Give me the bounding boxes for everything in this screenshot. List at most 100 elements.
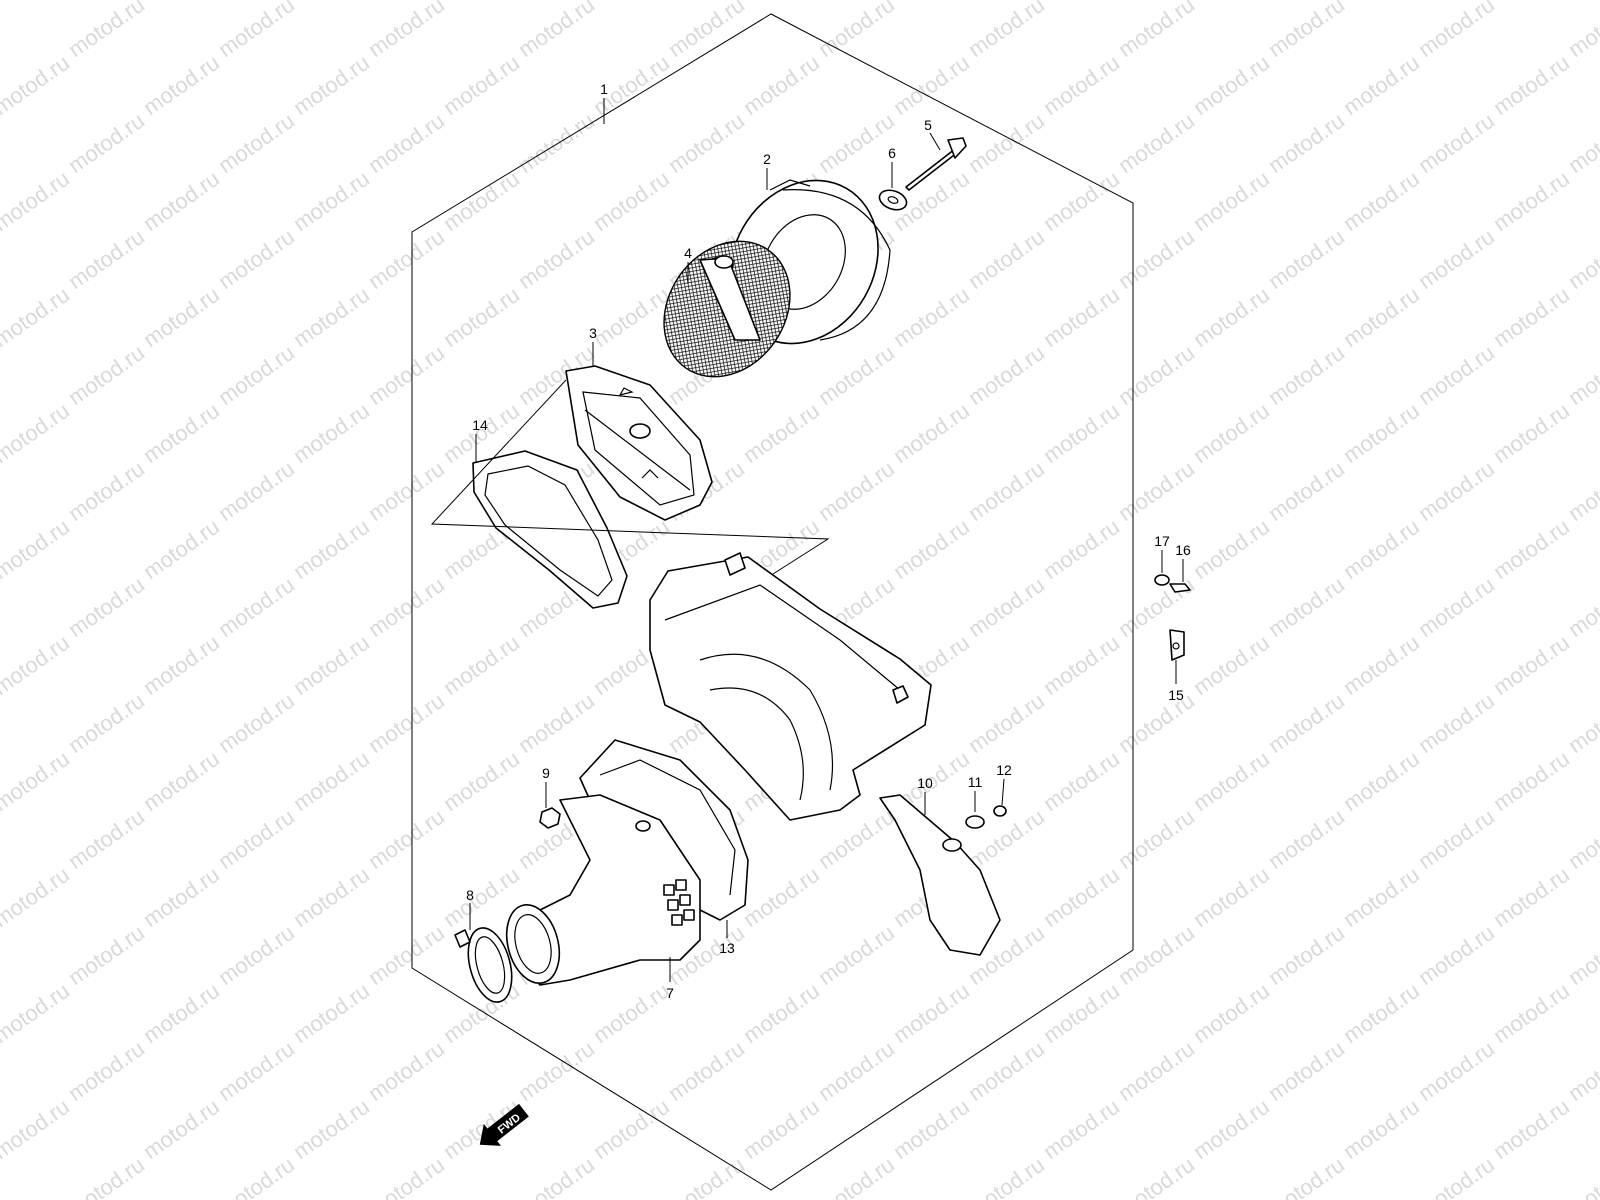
callout-labels: 1 2 3 4 5 6 7 8 9 10 11 12 13 14 15 16 1… [466,81,1191,1001]
part-nut [539,807,561,829]
watermark-text: motod.ru [0,398,74,468]
watermark-text: motod.ru [664,1036,749,1106]
watermark-text: motod.ru [0,978,74,1048]
callout-17: 17 [1154,533,1170,549]
watermark-text: motod.ru [1489,1094,1574,1164]
watermark-text: motod.ru [1564,456,1600,526]
watermark-text: motod.ru [1264,108,1349,178]
watermark-text: motod.ru [889,398,974,468]
watermark-text: motod.ru [1189,1094,1274,1164]
part-collar [1154,574,1170,586]
watermark-text: motod.ru [814,1036,899,1106]
watermark-text: motod.ru [64,340,149,410]
watermark-text: motod.ru [364,804,449,874]
watermark-text: motod.ru [364,688,449,758]
watermark-text: motod.ru [1264,804,1349,874]
watermark-text: motod.ru [1189,514,1274,584]
watermark-text: motod.ru [739,978,824,1048]
watermark-text: motod.ru [1114,108,1199,178]
watermark-text: motod.ru [289,0,374,4]
watermark-text: motod.ru [139,630,224,700]
watermark-text: motod.ru [289,862,374,932]
watermark-text: motod.ru [289,978,374,1048]
watermark-text: motod.ru [139,862,224,932]
watermark-text: motod.ru [214,1152,299,1200]
callout-16: 16 [1175,542,1191,558]
watermark-text: motod.ru [139,978,224,1048]
watermark-text: motod.ru [1264,920,1349,990]
watermark-text: motod.ru [214,456,299,526]
watermark-text: motod.ru [364,572,449,642]
watermark-text: motod.ru [64,688,149,758]
watermark-text: motod.ru [0,1094,74,1164]
watermark-text: motod.ru [1339,630,1424,700]
watermark-text: motod.ru [964,224,1049,294]
watermark-text: motod.ru [1264,224,1349,294]
watermark-text: motod.ru [64,108,149,178]
watermark-text: motod.ru [0,514,74,584]
watermark-text: motod.ru [1414,1036,1499,1106]
callout-10: 10 [917,775,933,791]
watermark-text: motod.ru [1039,862,1124,932]
watermark-text: motod.ru [964,1036,1049,1106]
watermark-text: motod.ru [1489,398,1574,468]
watermark-text: motod.ru [1339,50,1424,120]
watermark-text: motod.ru [1339,166,1424,236]
watermark-text: motod.ru [739,50,824,120]
part-screw [993,805,1007,817]
part-gasket [472,434,628,609]
watermark-text: motod.ru [1339,1094,1424,1164]
watermark-text: motod.ru [1114,0,1199,62]
watermark-text: motod.ru [289,746,374,816]
watermark-text: motod.ru [214,1036,299,1106]
watermark-text: motod.ru [289,282,374,352]
watermark-text: motod.ru [214,224,299,294]
watermark-text: motod.ru [439,630,524,700]
watermark-text: motod.ru [814,340,899,410]
watermark-text: motod.ru [1114,688,1199,758]
watermark-text: motod.ru [364,0,449,62]
watermark-text: motod.ru [739,862,824,932]
watermark-text: motod.ru [514,1036,599,1106]
part-washer [878,189,908,211]
watermark-text: motod.ru [439,50,524,120]
watermark-text: motod.ru [139,398,224,468]
watermark-text: motod.ru [1564,572,1600,642]
watermark-text: motod.ru [739,1094,824,1164]
watermark-text: motod.ru [1414,572,1499,642]
watermark-text: motod.ru [1339,282,1424,352]
watermark-text: motod.ru [889,50,974,120]
watermark-text: motod.ru [1564,1152,1600,1200]
watermark-text: motod.ru [139,0,224,4]
watermark-text: motod.ru [1489,50,1574,120]
watermark-text: motod.ru [1339,978,1424,1048]
part-wing-bolt [905,137,967,191]
watermark-text: motod.ru [1189,50,1274,120]
watermark-text: motod.ru [889,978,974,1048]
part-washer-small [965,815,985,829]
watermark-text: motod.ru [1339,514,1424,584]
watermark-text: motod.ru [1039,398,1124,468]
watermark-text: motod.ru [589,0,674,4]
callout-4: 4 [684,245,692,261]
watermark-text: motod.ru [1414,224,1499,294]
watermark-text: motod.ru [1039,1094,1124,1164]
watermark-text: motod.ru [1414,0,1499,62]
watermark-text: motod.ru [1414,108,1499,178]
callout-5: 5 [924,117,932,133]
watermark-text: motod.ru [64,920,149,990]
watermark-text: motod.ru [1564,1036,1600,1106]
watermark-text: motod.ru [1489,978,1574,1048]
watermark-text: motod.ru [589,282,674,352]
watermark-text: motod.ru [589,1094,674,1164]
watermark-text: motod.ru [139,514,224,584]
part-mesh-filter [663,240,791,378]
watermark-text: motod.ru [139,166,224,236]
watermark-text: motod.ru [1414,920,1499,990]
watermark-text: motod.ru [964,340,1049,410]
watermark-text: motod.ru [1564,688,1600,758]
watermark-text: motod.ru [739,0,824,4]
callout-12: 12 [996,762,1012,778]
watermark-text: motod.ru [514,688,599,758]
